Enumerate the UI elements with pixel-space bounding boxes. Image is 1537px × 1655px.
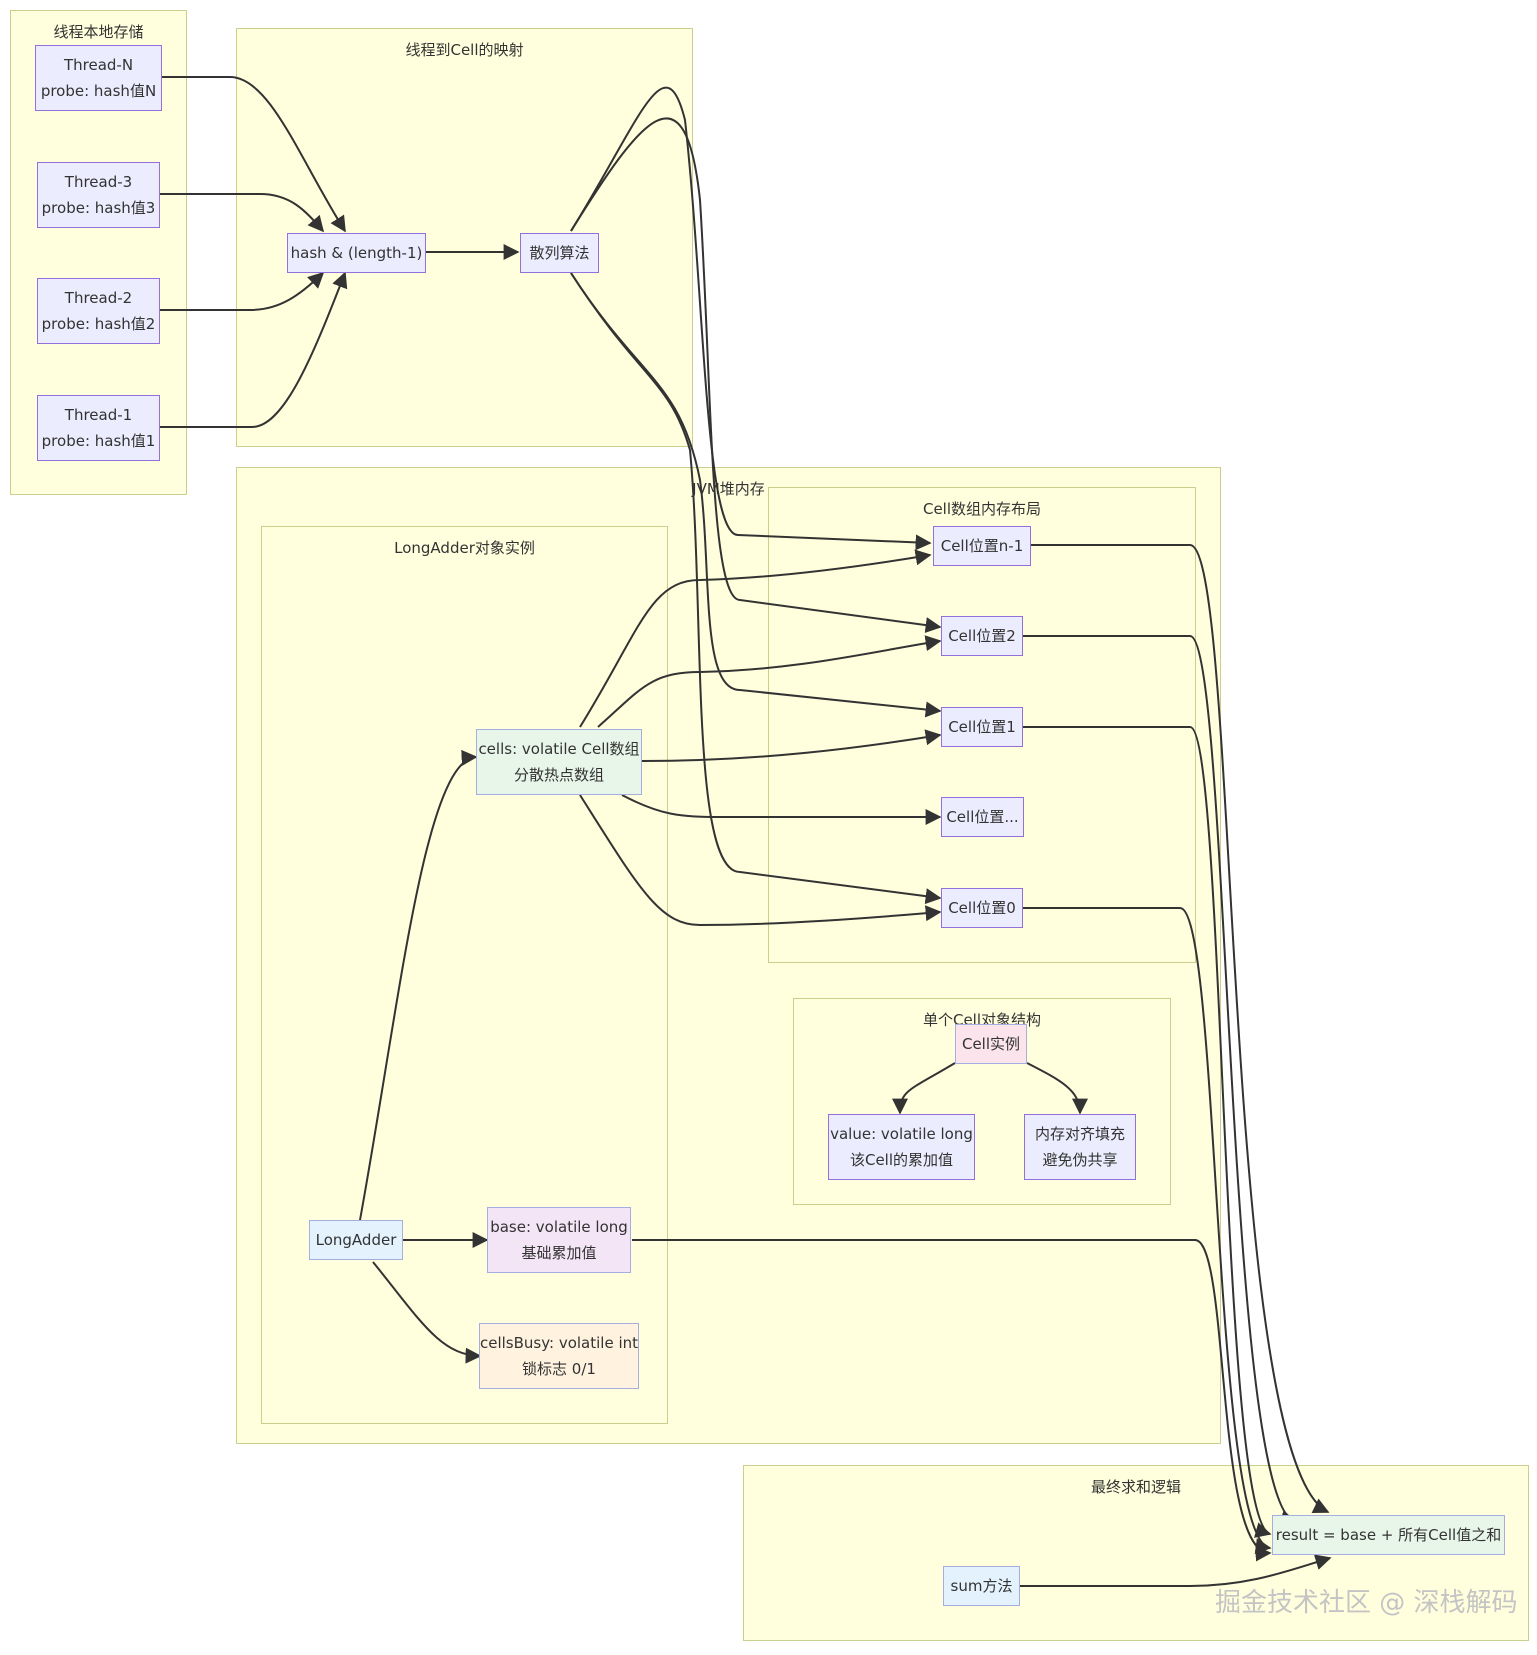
node-line1: sum方法 xyxy=(950,1577,1013,1595)
node-line1: value: volatile long xyxy=(830,1125,973,1143)
node-line2: 分散热点数组 xyxy=(513,766,604,784)
node-line2: probe: hash值N xyxy=(40,82,157,100)
node-line1: Thread-N xyxy=(63,56,134,74)
node-line1: cells: volatile Cell数组 xyxy=(478,740,640,758)
cluster-title: 线程到Cell的映射 xyxy=(405,41,524,59)
node-hash-and: hash & (length-1) xyxy=(287,233,426,273)
node-thread-1: Thread-1 probe: hash值1 xyxy=(37,395,160,461)
node-line2: 锁标志 0/1 xyxy=(522,1360,596,1378)
node-cell-padding: 内存对齐填充 避免伪共享 xyxy=(1024,1114,1136,1180)
node-base: base: volatile long 基础累加值 xyxy=(487,1207,631,1273)
node-line2: 该Cell的累加值 xyxy=(849,1151,954,1169)
cluster-long-adder-instance: LongAdder对象实例 xyxy=(261,526,668,1424)
node-line1: Thread-3 xyxy=(64,173,133,191)
node-cell-value: value: volatile long 该Cell的累加值 xyxy=(828,1114,975,1180)
node-cell-1: Cell位置1 xyxy=(941,707,1023,747)
cluster-title: Cell数组内存布局 xyxy=(922,500,1042,518)
node-line2: 避免伪共享 xyxy=(1042,1151,1118,1169)
node-line1: hash & (length-1) xyxy=(290,244,423,262)
node-line1: Cell实例 xyxy=(961,1035,1021,1053)
node-thread-3: Thread-3 probe: hash值3 xyxy=(37,162,160,228)
node-cell-0: Cell位置0 xyxy=(941,888,1023,928)
node-cell-instance: Cell实例 xyxy=(955,1024,1027,1064)
cluster-title: LongAdder对象实例 xyxy=(394,539,535,557)
node-line2: probe: hash值1 xyxy=(41,432,156,450)
node-cells-array: cells: volatile Cell数组 分散热点数组 xyxy=(476,729,642,795)
node-line1: cellsBusy: volatile int xyxy=(479,1334,639,1352)
node-line1: Cell位置0 xyxy=(948,899,1016,917)
node-cell-2: Cell位置2 xyxy=(941,616,1023,656)
node-thread-2: Thread-2 probe: hash值2 xyxy=(37,278,160,344)
node-line1: Thread-2 xyxy=(64,289,133,307)
node-line2: 基础累加值 xyxy=(521,1244,597,1262)
node-line1: LongAdder xyxy=(315,1231,397,1249)
node-line1: Cell位置n-1 xyxy=(940,537,1024,555)
node-line2: probe: hash值2 xyxy=(41,315,156,333)
node-line1: Cell位置... xyxy=(946,808,1019,826)
cluster-title: 最终求和逻辑 xyxy=(1090,1478,1181,1496)
node-line1: 内存对齐填充 xyxy=(1034,1125,1125,1143)
node-line1: 散列算法 xyxy=(529,244,590,262)
node-long-adder: LongAdder xyxy=(309,1220,403,1260)
node-cell-etc: Cell位置... xyxy=(941,797,1024,837)
node-line1: base: volatile long xyxy=(490,1218,628,1236)
node-cell-n1: Cell位置n-1 xyxy=(933,526,1031,566)
node-line1: Thread-1 xyxy=(64,406,133,424)
node-line1: Cell位置1 xyxy=(948,718,1016,736)
node-cells-busy: cellsBusy: volatile int 锁标志 0/1 xyxy=(479,1323,639,1389)
node-line1: Cell位置2 xyxy=(948,627,1016,645)
node-sum-method: sum方法 xyxy=(943,1566,1020,1606)
cluster-title: 线程本地存储 xyxy=(53,23,144,41)
node-line1: result = base + 所有Cell值之和 xyxy=(1275,1526,1502,1544)
node-result: result = base + 所有Cell值之和 xyxy=(1272,1515,1505,1555)
node-thread-n: Thread-N probe: hash值N xyxy=(35,45,162,111)
node-line2: probe: hash值3 xyxy=(41,199,156,217)
watermark: 掘金技术社区 @ 深栈解码 xyxy=(1215,1588,1518,1618)
node-hash-algorithm: 散列算法 xyxy=(520,233,599,273)
